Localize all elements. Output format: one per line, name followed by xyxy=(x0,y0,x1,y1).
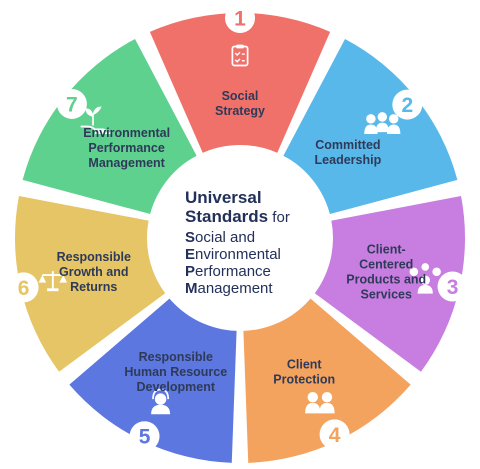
segment-6-shape xyxy=(14,196,176,372)
clipboard-checklist-icon xyxy=(231,44,249,67)
number-badge xyxy=(129,421,160,452)
two-people-icon xyxy=(305,391,335,414)
number-badge xyxy=(56,88,87,119)
center-title-line1: Universal xyxy=(185,188,262,207)
segment-number: 4 xyxy=(329,424,341,447)
hand-with-plant-icon xyxy=(80,106,113,134)
person-headset-icon xyxy=(151,388,171,415)
number-badge xyxy=(392,89,423,120)
segment-number: 1 xyxy=(234,8,246,31)
center-subtitle-line2: Environmental xyxy=(185,246,281,263)
center-subtitle-line4: Management xyxy=(185,280,273,297)
segment-number: 5 xyxy=(139,426,151,449)
center-circle xyxy=(147,145,333,331)
center-title: Universal Standards for Social and Envir… xyxy=(185,188,290,297)
segment-number: 7 xyxy=(66,93,78,116)
number-badge xyxy=(319,419,350,450)
segment-3-shape xyxy=(304,196,466,372)
center-title-line2: Standards for xyxy=(185,207,290,226)
segment-number: 2 xyxy=(401,94,413,117)
segment-1-shape xyxy=(149,12,331,165)
number-badge xyxy=(437,271,468,302)
number-badge xyxy=(8,272,39,303)
center-subtitle-line1: Social and xyxy=(185,229,255,246)
number-badge xyxy=(225,3,255,33)
segment-number: 3 xyxy=(447,276,459,299)
balance-scale-icon xyxy=(38,271,68,292)
segment-4-shape xyxy=(242,290,411,463)
center-subtitle-line3: Performance xyxy=(185,263,271,280)
segment-5-shape xyxy=(69,290,238,463)
client-with-money-bags-icon xyxy=(409,263,441,294)
segment-number: 6 xyxy=(18,277,30,300)
group-of-people-icon xyxy=(364,112,401,135)
segment-7-shape xyxy=(22,38,203,218)
